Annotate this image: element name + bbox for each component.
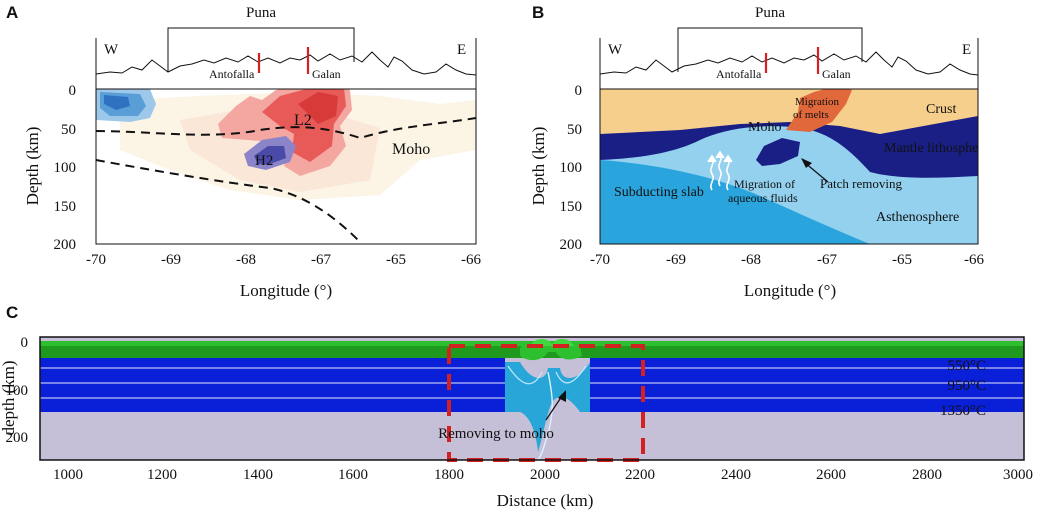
panel-b-letter: B	[532, 3, 544, 22]
x-tick: 2000	[530, 467, 560, 483]
panel-a-east-label: E	[457, 42, 466, 58]
panel-c-letter: C	[6, 303, 18, 322]
panel-b-x-ticks: -70 -69 -68 -67 -65 -66	[590, 252, 984, 268]
panel-b-east-label: E	[962, 42, 971, 58]
panel-a-region-label: Puna	[246, 5, 276, 21]
panel-c-x-ticks: 1000 1200 1400 1600 1800 2000 2200 2400 …	[53, 467, 1033, 483]
x-tick: 2200	[625, 467, 655, 483]
panel-a-y-axis-label: Depth (km)	[23, 127, 42, 206]
panel-a-frame	[95, 88, 477, 245]
label-subducting-slab: Subducting slab	[614, 185, 704, 200]
x-tick: -70	[86, 252, 106, 268]
panel-a-anomaly-h2: H2	[255, 153, 273, 169]
panel-b-y-ticks: 0 50 100 150 200	[560, 83, 583, 253]
panel-c-y-axis-label: depth (km)	[0, 360, 18, 435]
panel-b-volcano-galan: Galan	[822, 67, 851, 81]
panel-a-moho-label: Moho	[392, 141, 430, 158]
x-tick: -68	[741, 252, 761, 268]
label-mantle-lithosphere: Mantle lithosphere	[884, 141, 989, 156]
panel-a-anomaly-l2: L2	[294, 112, 312, 129]
label-crust: Crust	[926, 102, 956, 117]
subducting-slab-layer	[600, 160, 870, 244]
panel-b-volcano-antofalla: Antofalla	[716, 67, 762, 81]
x-tick: -66	[964, 252, 984, 268]
panel-a-volcano-galan: Galan	[312, 67, 341, 81]
y-tick: 0	[575, 83, 583, 99]
panel-c-frame	[39, 336, 1025, 461]
y-tick: 150	[54, 199, 77, 215]
y-tick: 100	[6, 383, 29, 399]
panel-b-topography: Puna W E Antofalla Galan	[599, 5, 979, 89]
panel-b-west-label: W	[608, 42, 623, 58]
y-tick: 50	[567, 122, 582, 138]
x-tick: -67	[817, 252, 837, 268]
x-tick: -69	[161, 252, 181, 268]
panel-b-frame	[599, 88, 979, 245]
isotherm-1350: 1350°C	[940, 403, 986, 419]
label-migration-of-melts-2: of melts	[793, 109, 829, 121]
panel-a-letter: A	[6, 3, 18, 22]
label-migration-aqueous: Migration of	[734, 177, 795, 191]
label-asthenosphere: Asthenosphere	[876, 210, 959, 225]
x-tick: -66	[461, 252, 481, 268]
isotherm-950: 950°C	[947, 378, 986, 394]
x-tick: 1600	[338, 467, 368, 483]
y-tick: 150	[560, 199, 583, 215]
x-tick: -65	[386, 252, 406, 268]
x-tick: 2800	[912, 467, 942, 483]
panel-b-x-axis-label: Longitude (°)	[744, 281, 836, 300]
x-tick: -69	[666, 252, 686, 268]
panel-c-x-axis-label: Distance (km)	[497, 491, 594, 510]
y-tick: 0	[69, 83, 77, 99]
removing-to-moho-label: Removing to moho	[438, 426, 554, 442]
x-tick: 1200	[147, 467, 177, 483]
melt-body	[786, 89, 852, 132]
y-tick: 50	[61, 122, 76, 138]
x-tick: 2400	[721, 467, 751, 483]
label-migration-aqueous-2: aqueous fluids	[728, 191, 798, 205]
x-tick: -67	[311, 252, 331, 268]
x-tick: 1400	[243, 467, 273, 483]
panel-a-x-ticks: -70 -69 -68 -67 -65 -66	[86, 252, 481, 268]
x-tick: 1000	[53, 467, 83, 483]
label-migration-of-melts: Migration	[795, 96, 839, 108]
panel-b: B Puna W E Antofalla Galan	[529, 3, 989, 300]
y-tick: 100	[54, 160, 77, 176]
fluid-arrows	[707, 150, 733, 191]
y-tick: 0	[21, 335, 29, 351]
x-tick: -68	[236, 252, 256, 268]
panel-a-west-label: W	[104, 42, 119, 58]
y-tick: 200	[6, 430, 29, 446]
panel-a: A Puna W E Antofalla Galan	[6, 3, 481, 300]
panel-a-topography: Puna W E Antofalla Galan	[95, 5, 477, 89]
x-tick: -70	[590, 252, 610, 268]
y-tick: 200	[560, 237, 583, 253]
x-tick: 3000	[1003, 467, 1033, 483]
panel-a-y-ticks: 0 50 100 150 200	[54, 83, 77, 253]
x-tick: -65	[892, 252, 912, 268]
isotherm-550: 550°C	[947, 358, 986, 374]
panel-b-cross-section: Crust Moho Mantle lithosphere Migration …	[600, 89, 989, 244]
panel-c: C 550°C 950°C 1350°C Removing to moho	[0, 303, 1033, 510]
panel-c-y-ticks: 0 100 200	[6, 335, 29, 446]
panel-a-volcano-antofalla: Antofalla	[209, 67, 255, 81]
panel-a-x-axis-label: Longitude (°)	[240, 281, 332, 300]
label-patch-removing: Patch removing	[820, 176, 902, 191]
x-tick: 2600	[816, 467, 846, 483]
label-moho: Moho	[748, 120, 781, 135]
panel-a-tomography: L2 H2 Moho	[96, 89, 476, 244]
x-tick: 1800	[434, 467, 464, 483]
panel-c-model: 550°C 950°C 1350°C Removing to moho	[40, 337, 1024, 462]
panel-b-y-axis-label: Depth (km)	[529, 127, 548, 206]
y-tick: 200	[54, 237, 77, 253]
removed-patch	[756, 138, 800, 166]
y-tick: 100	[560, 160, 583, 176]
panel-b-region-label: Puna	[755, 5, 785, 21]
